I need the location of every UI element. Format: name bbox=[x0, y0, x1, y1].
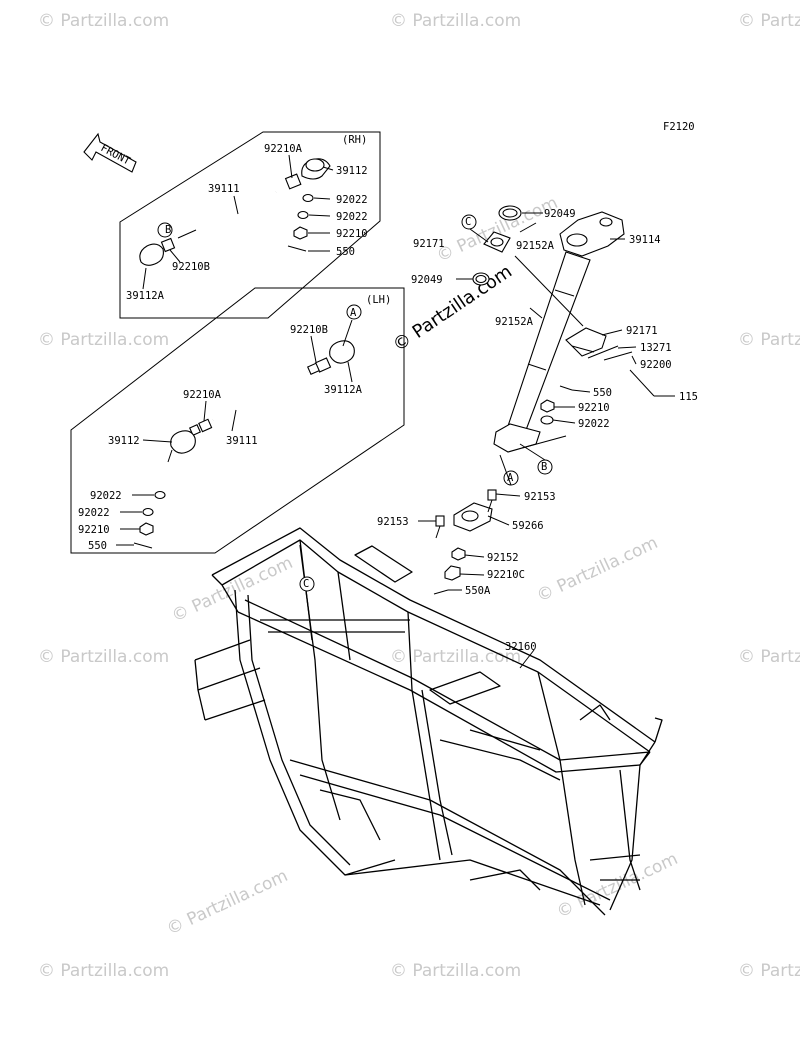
part-label-39111: 39111 bbox=[226, 435, 258, 447]
part-label-92022: 92022 bbox=[336, 194, 368, 206]
rh-label: (RH) bbox=[342, 134, 367, 146]
watermark: © Partzilla.com bbox=[38, 330, 169, 350]
rh-leader-lines bbox=[142, 154, 334, 290]
part-label-39112: 39112 bbox=[108, 435, 140, 447]
part-label-92152A: 92152A bbox=[495, 316, 534, 328]
callout-c: C bbox=[303, 578, 309, 590]
part-label-92022: 92022 bbox=[90, 490, 122, 502]
part-label-115: 115 bbox=[679, 391, 698, 403]
watermark: © Partzilla.com bbox=[738, 961, 800, 981]
callout-a: A bbox=[507, 472, 514, 484]
part-label-39111: 39111 bbox=[208, 183, 240, 195]
watermark: © Partzilla.com bbox=[738, 11, 800, 31]
callout-b: B bbox=[165, 224, 171, 236]
watermark: © Partzilla.com bbox=[38, 647, 169, 667]
lh-leader-lines bbox=[116, 335, 353, 546]
watermark: © Partzilla.com bbox=[554, 849, 681, 923]
lh-tie-rod-box bbox=[70, 287, 405, 554]
watermark: © Partzilla.com bbox=[38, 961, 169, 981]
part-label-92152A: 92152A bbox=[516, 240, 555, 252]
part-label-550: 550 bbox=[336, 246, 355, 258]
part-label-92153: 92153 bbox=[524, 491, 556, 503]
rh-tie-rod-box bbox=[119, 131, 381, 319]
callout-c: C bbox=[465, 216, 471, 228]
part-label-92210B: 92210B bbox=[172, 261, 210, 273]
part-label-92049: 92049 bbox=[411, 274, 443, 286]
watermark: © Partzilla.com bbox=[390, 11, 521, 31]
part-label-92049: 92049 bbox=[544, 208, 576, 220]
front-label: FRONT bbox=[99, 142, 133, 168]
watermarks: © Partzilla.com © Partzilla.com © Partzi… bbox=[38, 11, 800, 981]
part-label-92022: 92022 bbox=[336, 211, 368, 223]
watermark: © Partzilla.com bbox=[534, 533, 661, 607]
part-label-92153: 92153 bbox=[377, 516, 409, 528]
part-label-39112A: 39112A bbox=[126, 290, 165, 302]
part-label-92171: 92171 bbox=[626, 325, 658, 337]
callout-b: B bbox=[541, 461, 547, 473]
part-label-13271: 13271 bbox=[640, 342, 672, 354]
watermark: © Partzilla.com bbox=[38, 11, 169, 31]
part-label-92210C: 92210C bbox=[487, 569, 525, 581]
part-label-92210B: 92210B bbox=[290, 324, 328, 336]
watermark-main: © Partzilla.com bbox=[389, 261, 516, 356]
part-label-550: 550 bbox=[593, 387, 612, 399]
part-label-59266: 59266 bbox=[512, 520, 544, 532]
frame-32160 bbox=[194, 527, 663, 916]
part-label-92022: 92022 bbox=[78, 507, 110, 519]
steering-shaft-assembly bbox=[433, 205, 655, 595]
part-label-92210: 92210 bbox=[336, 228, 368, 240]
part-label-32160: 32160 bbox=[505, 641, 537, 653]
part-label-92152: 92152 bbox=[487, 552, 519, 564]
part-label-92210: 92210 bbox=[578, 402, 610, 414]
part-label-550: 550 bbox=[88, 540, 107, 552]
front-arrow-icon bbox=[83, 132, 137, 173]
part-label-92171: 92171 bbox=[413, 238, 445, 250]
watermark: © Partzilla.com bbox=[738, 647, 800, 667]
rh-tie-rod-assembly bbox=[139, 158, 331, 266]
callout-a: A bbox=[350, 307, 357, 319]
frame-leader-line bbox=[519, 649, 535, 669]
part-label-550A: 550A bbox=[465, 585, 491, 597]
watermark: © Partzilla.com bbox=[390, 961, 521, 981]
part-label-39112A: 39112A bbox=[324, 384, 363, 396]
part-label-92210A: 92210A bbox=[183, 389, 222, 401]
lh-label: (LH) bbox=[366, 294, 391, 306]
part-label-39114: 39114 bbox=[629, 234, 661, 246]
figure-code: F2120 bbox=[663, 121, 695, 133]
watermark: © Partzilla.com bbox=[390, 647, 521, 667]
part-label-92200: 92200 bbox=[640, 359, 672, 371]
watermark: © Partzilla.com bbox=[738, 330, 800, 350]
lh-tie-rod-assembly bbox=[133, 304, 362, 549]
watermark: © Partzilla.com bbox=[164, 866, 291, 940]
part-label-92022: 92022 bbox=[578, 418, 610, 430]
steering-leader-lines bbox=[418, 212, 675, 591]
watermark: © Partzilla.com bbox=[434, 193, 561, 267]
part-label-92210: 92210 bbox=[78, 524, 110, 536]
part-label-39112: 39112 bbox=[336, 165, 368, 177]
part-label-92210A: 92210A bbox=[264, 143, 303, 155]
